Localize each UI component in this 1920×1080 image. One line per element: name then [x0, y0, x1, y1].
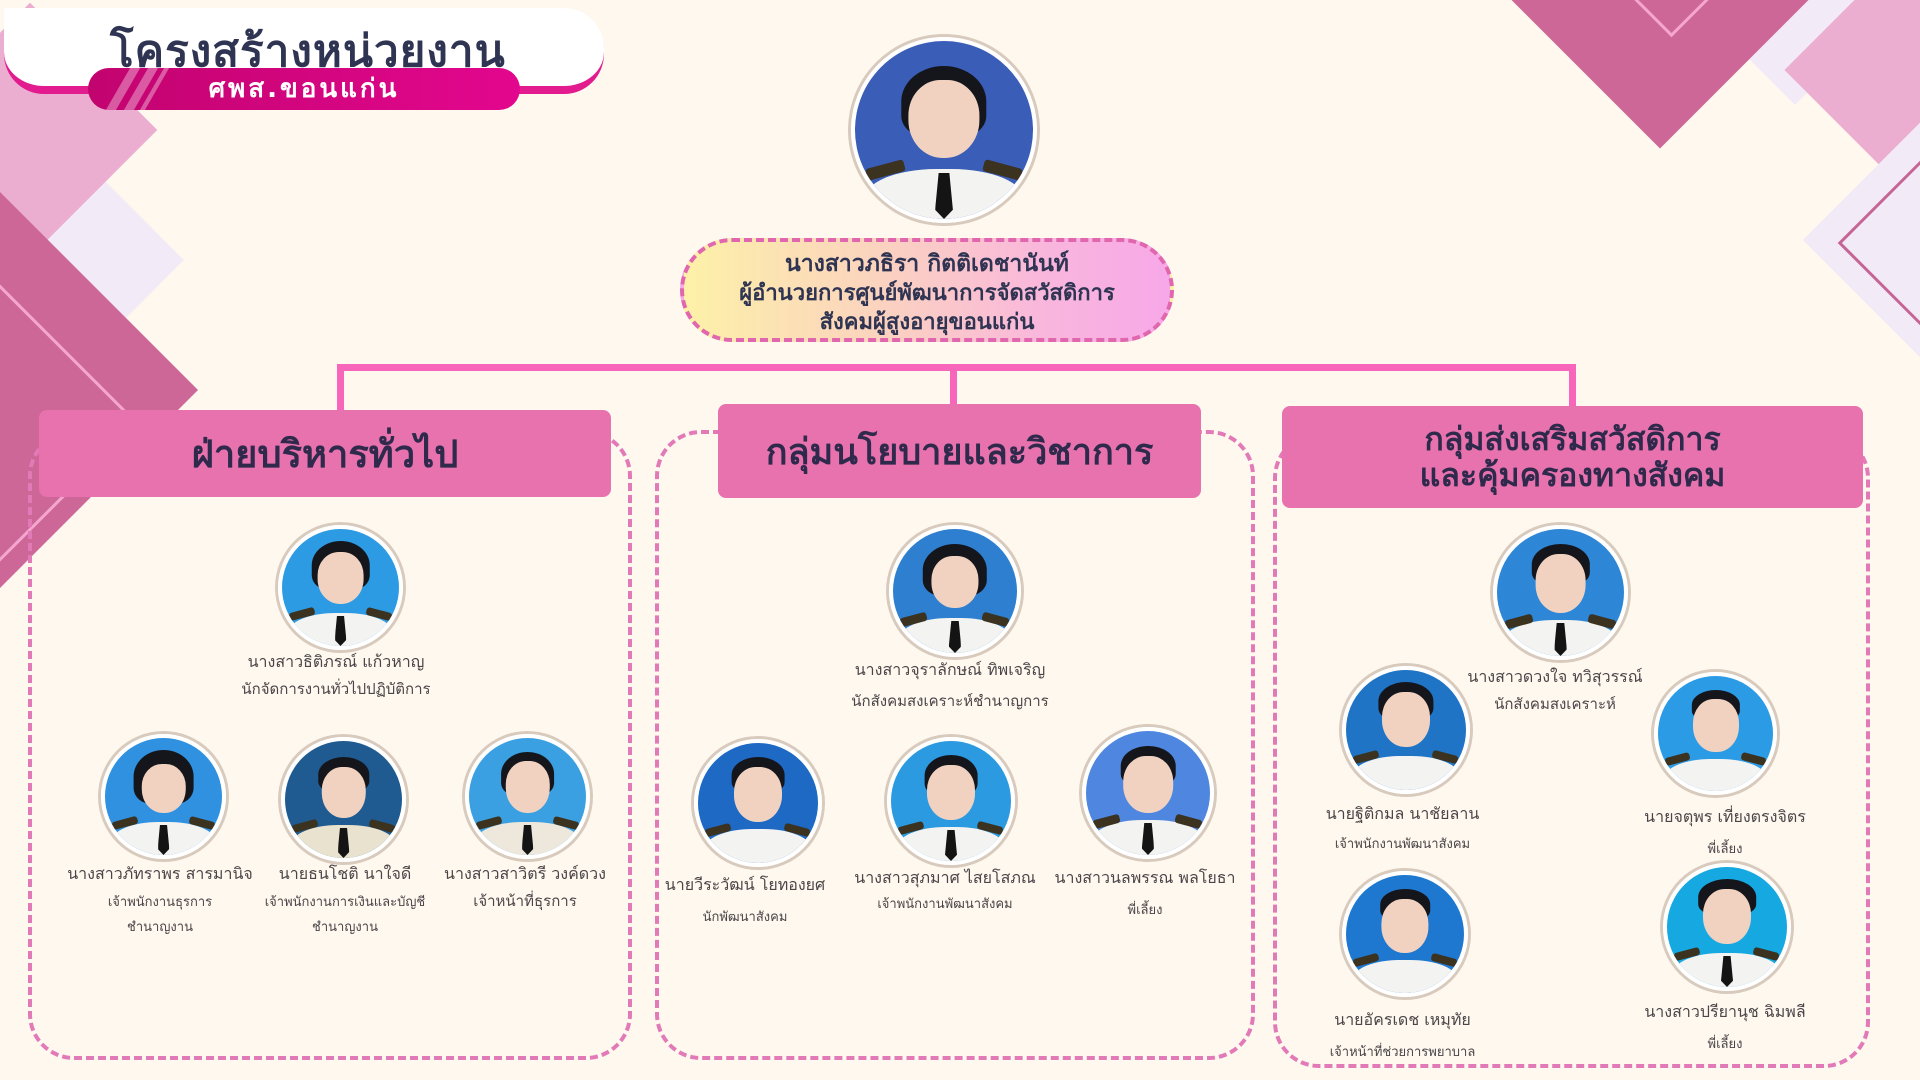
staff-rank: ชำนาญงาน [312, 920, 378, 935]
staff-role: เจ้าหน้าที่ช่วยการพยาบาล [1329, 1045, 1476, 1060]
staff-card: นายจตุพร เที่ยงตรงจิตร พี่เลี้ยง [1625, 805, 1825, 859]
staff-name: นายวีระวัฒน์ โยทองยศ [664, 875, 826, 894]
staff-photo [278, 525, 403, 650]
staff-card: นายอัครเดช เหมุทัย เจ้าหน้าที่ช่วยการพยา… [1310, 1008, 1495, 1062]
staff-name: นางสาวสุภมาศ ไสยโสภณ [854, 868, 1036, 887]
staff-role: นักสังคมสงเคราะห์ชำนาญการ [851, 692, 1049, 710]
staff-name: นายอัครเดช เหมุทัย [1334, 1010, 1471, 1029]
staff-card: นางสาวธิติภรณ์ แก้วหาญ นักจัดการงานทั่วไ… [186, 650, 486, 701]
staff-card: นางสาวนลพรรณ พลโยธา พี่เลี้ยง [1050, 866, 1240, 920]
staff-name: นายฐิติกมล นาชัยลาน [1325, 804, 1480, 823]
connector-right [1569, 364, 1576, 409]
subtitle-text: ศพส.ขอนแก่น [208, 74, 400, 104]
staff-photo [281, 737, 406, 862]
staff-name: นางสาวธิติภรณ์ แก้วหาญ [247, 652, 425, 671]
staff-photo [1082, 727, 1214, 859]
page-subtitle: ศพส.ขอนแก่น [88, 68, 520, 110]
staff-name: นางสาวภัทราพร สารมานิจ [67, 864, 253, 883]
department-header: ฝ่ายบริหารทั่วไป [39, 410, 611, 497]
staff-card: นางสาวดวงใจ ทวิสุวรรณ์ นักสังคมสงเคราะห์ [1455, 665, 1655, 716]
department-title: กลุ่มนโยบายและวิชาการ [765, 431, 1154, 473]
staff-card: นางสาวปรียานุช ฉิมพลี พี่เลี้ยง [1625, 1000, 1825, 1054]
director-name: นางสาวภธิรา กิตติเดชานันท์ [785, 251, 1069, 277]
staff-photo [1342, 871, 1468, 997]
staff-name: นายธนโชติ นาใจดี [278, 864, 412, 883]
title-badge: โครงสร้างหน่วยงาน ศพส.ขอนแก่น [0, 4, 610, 110]
staff-name: นางสาวจุราลักษณ์ ทิพเจริญ [854, 660, 1046, 679]
staff-photo [1663, 863, 1791, 991]
staff-name: นางสาวดวงใจ ทวิสุวรรณ์ [1467, 667, 1643, 686]
staff-name: นางสาวสาวิตรี วงค์ดวง [444, 864, 606, 883]
staff-name: นายจตุพร เที่ยงตรงจิตร [1644, 807, 1806, 826]
staff-role: เจ้าพนักงานพัฒนาสังคม [1334, 837, 1471, 852]
staff-photo [694, 739, 822, 867]
staff-photo [1493, 525, 1628, 660]
staff-name: นางสาวปรียานุช ฉิมพลี [1644, 1002, 1806, 1021]
staff-role: เจ้าพนักงานการเงินและบัญชี [264, 895, 426, 910]
department-title-line2: และคุ้มครองทางสังคม [1419, 456, 1726, 494]
staff-role: เจ้าหน้าที่ธุรการ [473, 892, 577, 910]
connector-middle [950, 364, 957, 404]
staff-role: พี่เลี้ยง [1127, 903, 1163, 918]
staff-card: นายฐิติกมล นาชัยลาน เจ้าพนักงานพัฒนาสังค… [1310, 802, 1495, 854]
staff-card: นายธนโชติ นาใจดี เจ้าพนักงานการเงินและบั… [240, 862, 450, 937]
staff-photo [889, 525, 1021, 657]
department-header: กลุ่มนโยบายและวิชาการ [718, 404, 1201, 498]
staff-role: นักจัดการงานทั่วไปปฏิบัติการ [241, 680, 431, 698]
staff-role: เจ้าพนักงานธุรการ [107, 895, 213, 910]
staff-role: พี่เลี้ยง [1707, 1037, 1743, 1052]
staff-card: นายวีระวัฒน์ โยทองยศ นักพัฒนาสังคม [660, 873, 830, 927]
staff-role: เจ้าพนักงานพัฒนาสังคม [877, 897, 1013, 912]
staff-photo [1342, 666, 1470, 794]
director-position-line1: ผู้อำนวยการศูนย์พัฒนาการจัดสวัสดิการ [739, 281, 1115, 306]
department-title-line1: กลุ่มส่งเสริมสวัสดิการ [1424, 420, 1721, 458]
staff-role: นักพัฒนาสังคม [702, 910, 788, 925]
staff-rank: ชำนาญงาน [127, 920, 193, 935]
staff-role: พี่เลี้ยง [1707, 842, 1743, 857]
staff-card: นางสาวสาวิตรี วงค์ดวง เจ้าหน้าที่ธุรการ [420, 862, 630, 913]
staff-card: นางสาวภัทราพร สารมานิจ เจ้าพนักงานธุรการ… [40, 862, 280, 937]
director-photo [851, 37, 1037, 223]
staff-photo [465, 734, 590, 859]
staff-name: นางสาวนลพรรณ พลโยธา [1054, 868, 1236, 887]
director-info-box: นางสาวภธิรา กิตติเดชานันท์ ผู้อำนวยการศู… [680, 238, 1174, 342]
connector-left [337, 364, 344, 412]
staff-card: นางสาวจุราลักษณ์ ทิพเจริญ นักสังคมสงเครา… [800, 658, 1100, 713]
department-header: กลุ่มส่งเสริมสวัสดิการ และคุ้มครองทางสัง… [1282, 406, 1863, 508]
staff-photo [887, 737, 1015, 865]
director-position-line2: สังคมผู้สูงอายุขอนแก่น [819, 310, 1035, 335]
staff-photo [101, 734, 226, 859]
staff-photo [1654, 672, 1777, 795]
department-title: ฝ่ายบริหารทั่วไป [191, 432, 459, 476]
staff-role: นักสังคมสงเคราะห์ [1494, 695, 1616, 713]
staff-card: นางสาวสุภมาศ ไสยโสภณ เจ้าพนักงานพัฒนาสัง… [845, 866, 1045, 914]
